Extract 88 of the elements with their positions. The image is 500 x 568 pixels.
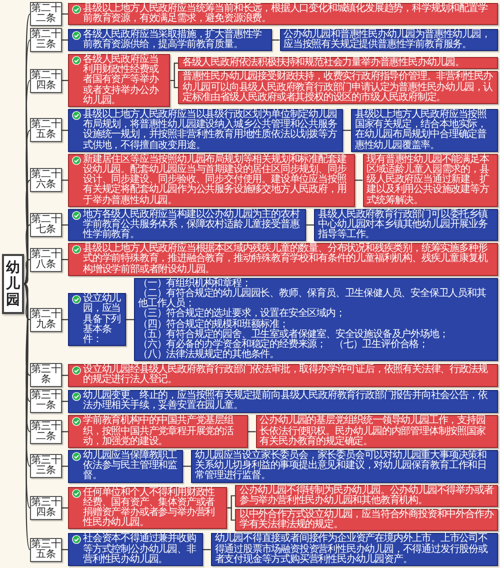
article-label: 第二十六条 (30, 168, 62, 192)
connector-line (62, 507, 68, 508)
content-text: 现有普惠性幼儿园不能满足本区域适龄儿童入园需求的，县级人民政府应当通过新建、扩建以及利用公共设施改建等方式统筹解决。 (366, 154, 490, 206)
content-text: 设立幼儿园经县级人民政府教育行政部门依法审批，取得办学许可证后，依照有关法律、行政法规的规定进行法人登记。 (83, 365, 489, 386)
connector-line (183, 466, 192, 467)
content-text: 社会资本不得通过兼并收购等方式控制公办幼儿园、非营利性民办幼儿园。 (83, 534, 197, 565)
article-label: 第二十九条 (30, 308, 62, 332)
content-text: 各级人民政府依法积极扶持和规范社会力量举办普惠性民办幼儿园。 (182, 58, 464, 68)
content-text: 幼儿园应当保障教职工依法参与民主管理和监督。 (83, 450, 178, 482)
list-item: （五）有符合规定的园舍、卫生室或者保健室、安全设施设备及户外场地； (138, 330, 448, 340)
connector-line (62, 319, 68, 320)
list-item: （六）有必备的办学资金和稳定的经费来源； (138, 340, 326, 350)
content-text: 幼儿园应当设立家长委员会，家长委员会可以对幼儿园重大事项决策和关系幼儿切身利益的事项提出意见和建议，对幼儿园保育教育工作和日常管理进行监督。 (195, 450, 488, 482)
article-label: 第二十七条 (30, 212, 62, 237)
article-label: 第二十五条 (30, 118, 62, 142)
connector-line (62, 180, 68, 181)
article-label: 第二十二条 (30, 2, 62, 26)
content-card (68, 486, 228, 530)
content-card (68, 415, 248, 448)
content-text: 学前教育机构中的中国共产党基层组织，按照中国共产党章程开展党的活动，加强党的建设。 (83, 416, 235, 447)
article-label: 第二十八条 (30, 248, 62, 272)
list-item: （七）卫生评价合格； (334, 340, 428, 350)
topic-box: 幼儿园 (2, 254, 24, 314)
content-text: 幼儿园变更、终止的，应当按照有关规定提前向县级人民政府教育行政部门报告并向社会公告，依法办理相关手续，妥善安置在园儿童。 (83, 391, 488, 412)
connector-line (23, 284, 31, 550)
connector-line (62, 224, 68, 226)
content-card (68, 450, 184, 483)
content-card (68, 293, 126, 346)
content-card (68, 54, 170, 107)
connector-line (24, 259, 30, 285)
connector-line (62, 466, 68, 467)
connector-line (202, 549, 211, 550)
connector-line (24, 80, 30, 284)
content-card (178, 57, 498, 70)
content-text: 任何单位和个人不得利用财政性经费、国有资产、集体资产或者捐赠资产举办或者参与举办营利性民办幼儿园。 (83, 488, 216, 528)
content-text: 各级人民政府应当利用财政性经费或者国有资产等举办或者支持举办公办幼儿园。 (83, 55, 160, 106)
connector-line (227, 507, 236, 521)
connector-line (62, 549, 68, 550)
content-text: 地方各级人民政府应当构建以公办幼儿园为主的农村学前教育公共服务体系，保障农村适龄儿童接受普惠性学前教育。 (83, 210, 301, 240)
content-text: 县级以上地方人民政府应当以县级行政区划为单位制定幼儿园布局规划，将普惠性幼儿园建设纳入城乡公共管理和公共服务设施统一规划，并按照非营利性教育用地性质依法以划拨等方式供地，不得擅自改变用途。 (83, 110, 338, 151)
list-card (134, 278, 498, 362)
connector-line (126, 319, 134, 320)
content-text: 幼儿园不得直接或者间接作为企业资产在境内外上市。上市公司不得通过股票市场融资投资营利性民办幼儿园，不得通过发行股份或者支付现金等方式购买营利性民办幼儿园资产。 (214, 534, 488, 565)
connector-line (62, 80, 68, 82)
content-text: 县级以上地方人民政府应当按照国家有关规定，结合本地实际，在幼儿园布局规划中合理确定普惠性幼儿园覆盖率。 (354, 110, 488, 151)
content-card (68, 533, 203, 566)
connector-line (170, 80, 178, 88)
list-item: （四）符合规定的规模和班额标准； (138, 320, 288, 330)
content-text: 县级以上地方人民政府应当根据本区域内残疾儿童的数量、分布状况和残疾类别，统筹实施多种形式的学前特殊教育，推进融合教育，推动特殊教育学校和有条件的儿童福利机构、残疾儿童康复机构增设学前部或者附设幼儿园。 (83, 244, 489, 275)
article-label: 第三十条 (30, 363, 62, 388)
connector-line (24, 224, 30, 284)
article-label: 第三十五条 (30, 538, 62, 562)
connector-line (62, 259, 68, 260)
article-label: 第三十三条 (30, 454, 62, 478)
list-item: （三）符合规定的选址要求，设置在安全区域内； (138, 309, 345, 320)
connector-line (24, 180, 30, 284)
connector-line (24, 284, 30, 376)
article-label: 第三十四条 (30, 496, 62, 520)
connector-line (62, 39, 68, 41)
content-card (68, 28, 272, 52)
content-text: 普惠性民办幼儿园接受财政扶持，收费实行政府指导价管理。非营利性民办幼儿园可以向县级人民政府教育行政部门申请认定为普惠性民办幼儿园，认定标准由省级人民政府或者其授权的设区的市级人民政府制定。 (182, 72, 494, 103)
connector-line (62, 13, 68, 15)
content-text: 公办幼儿园和普惠性民办幼儿园为普惠性幼儿园，应当按照有关规定提供普惠性学前教育服务。 (284, 30, 492, 50)
connector-line (62, 374, 68, 376)
content-text: 公办幼儿园的基层党组织统一领导幼儿园工作，支持园长依法行使职权。民办幼儿园的内部管理体制按照国家有关民办教育的规定确定。 (260, 416, 486, 447)
article-label: 第三十一条 (30, 389, 62, 414)
content-text: 设立幼儿园，应当具备下列基本条件： (83, 294, 122, 346)
connector-line (62, 130, 68, 131)
content-text: 县级以上地方人民政府应当统筹当前和长远，根据人口变化和城镇化发展趋势，科学规划和配置学前教育资源，有效满足需求，避免资源浪费。 (83, 4, 488, 24)
connector-line (354, 180, 363, 181)
list-item: （一）有组织机构和章程； (138, 278, 251, 289)
connector-line (24, 284, 30, 467)
content-text: 新建居住区等应当按照幼儿园布局规划等相关规划和标准配套建设幼儿园。配套幼儿园应当与首期建设的居住区同步规划、同步设计、同步建设、同步验收、同步交付使用。建设单位应当按照有关规定将配套幼儿园作为公共服务设施移交地方人民政府，用于举办普惠性幼儿园。 (83, 154, 348, 206)
content-text: 以中外合作方式设立幼儿园，应当符合外商投资和中外合作办学有关法律法规的规定。 (239, 510, 494, 530)
article-label: 第三十二条 (30, 420, 62, 444)
connector-line (306, 224, 314, 226)
connector-line (62, 400, 68, 402)
list-item: （八）法律法规规定的其他条件。 (138, 350, 280, 360)
connector-line (24, 283, 30, 320)
content-text: 各级人民政府应当采取措施，扩大普惠性学前教育资源供给，提高学前教育质量。 (83, 30, 263, 50)
content-text: 公办幼儿园不得转制为民办幼儿园。公办幼儿园不得举办或者参与举办营利性民办幼儿园和其他教育机构。 (239, 486, 494, 506)
content-text: 县级人民政府教育行政部门可以委托乡镇中心幼儿园对本乡镇其他幼儿园开展业务指导等工作。 (318, 210, 488, 240)
article-label: 第二十三条 (30, 28, 62, 52)
connector-line (24, 40, 30, 284)
connector-line (342, 130, 351, 131)
connector-line (24, 284, 30, 508)
article-label: 第二十四条 (30, 68, 62, 92)
connector-line (62, 431, 68, 432)
